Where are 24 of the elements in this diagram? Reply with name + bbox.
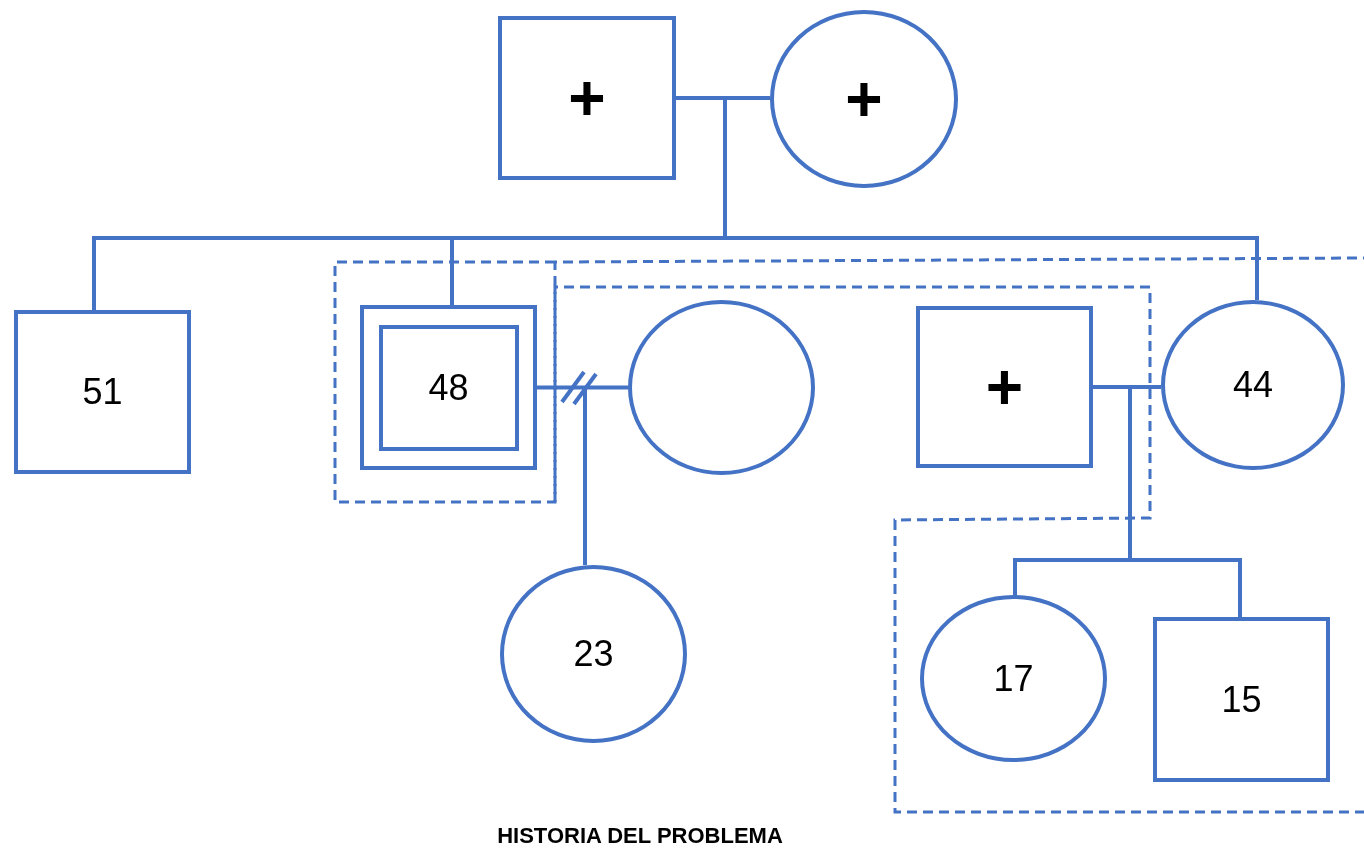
- female-circle: [500, 565, 687, 743]
- female-circle: [628, 300, 815, 475]
- family-line: [1093, 385, 1161, 389]
- female-circle: [770, 10, 958, 188]
- deceased-mark: +: [568, 66, 606, 130]
- deceased-mark: +: [845, 67, 883, 131]
- female-circle: [1161, 300, 1345, 470]
- age-label: 48: [428, 369, 469, 406]
- male-square: [14, 310, 191, 474]
- age-label: 44: [1232, 367, 1273, 403]
- age-label: 23: [573, 636, 614, 672]
- age-label: 15: [1221, 681, 1262, 718]
- family-line: [537, 385, 628, 390]
- age-label: 51: [82, 374, 123, 410]
- age-label: 17: [993, 660, 1034, 697]
- caption: HISTORIA DEL PROBLEMA: [496, 822, 784, 850]
- male-square: [1153, 617, 1330, 782]
- male-square: [916, 306, 1093, 468]
- male-square: [498, 16, 676, 180]
- family-line: [583, 387, 587, 565]
- female-circle: [920, 595, 1107, 762]
- family-line: [676, 96, 770, 100]
- deceased-mark: +: [985, 355, 1024, 419]
- identified-patient-square: [360, 305, 537, 470]
